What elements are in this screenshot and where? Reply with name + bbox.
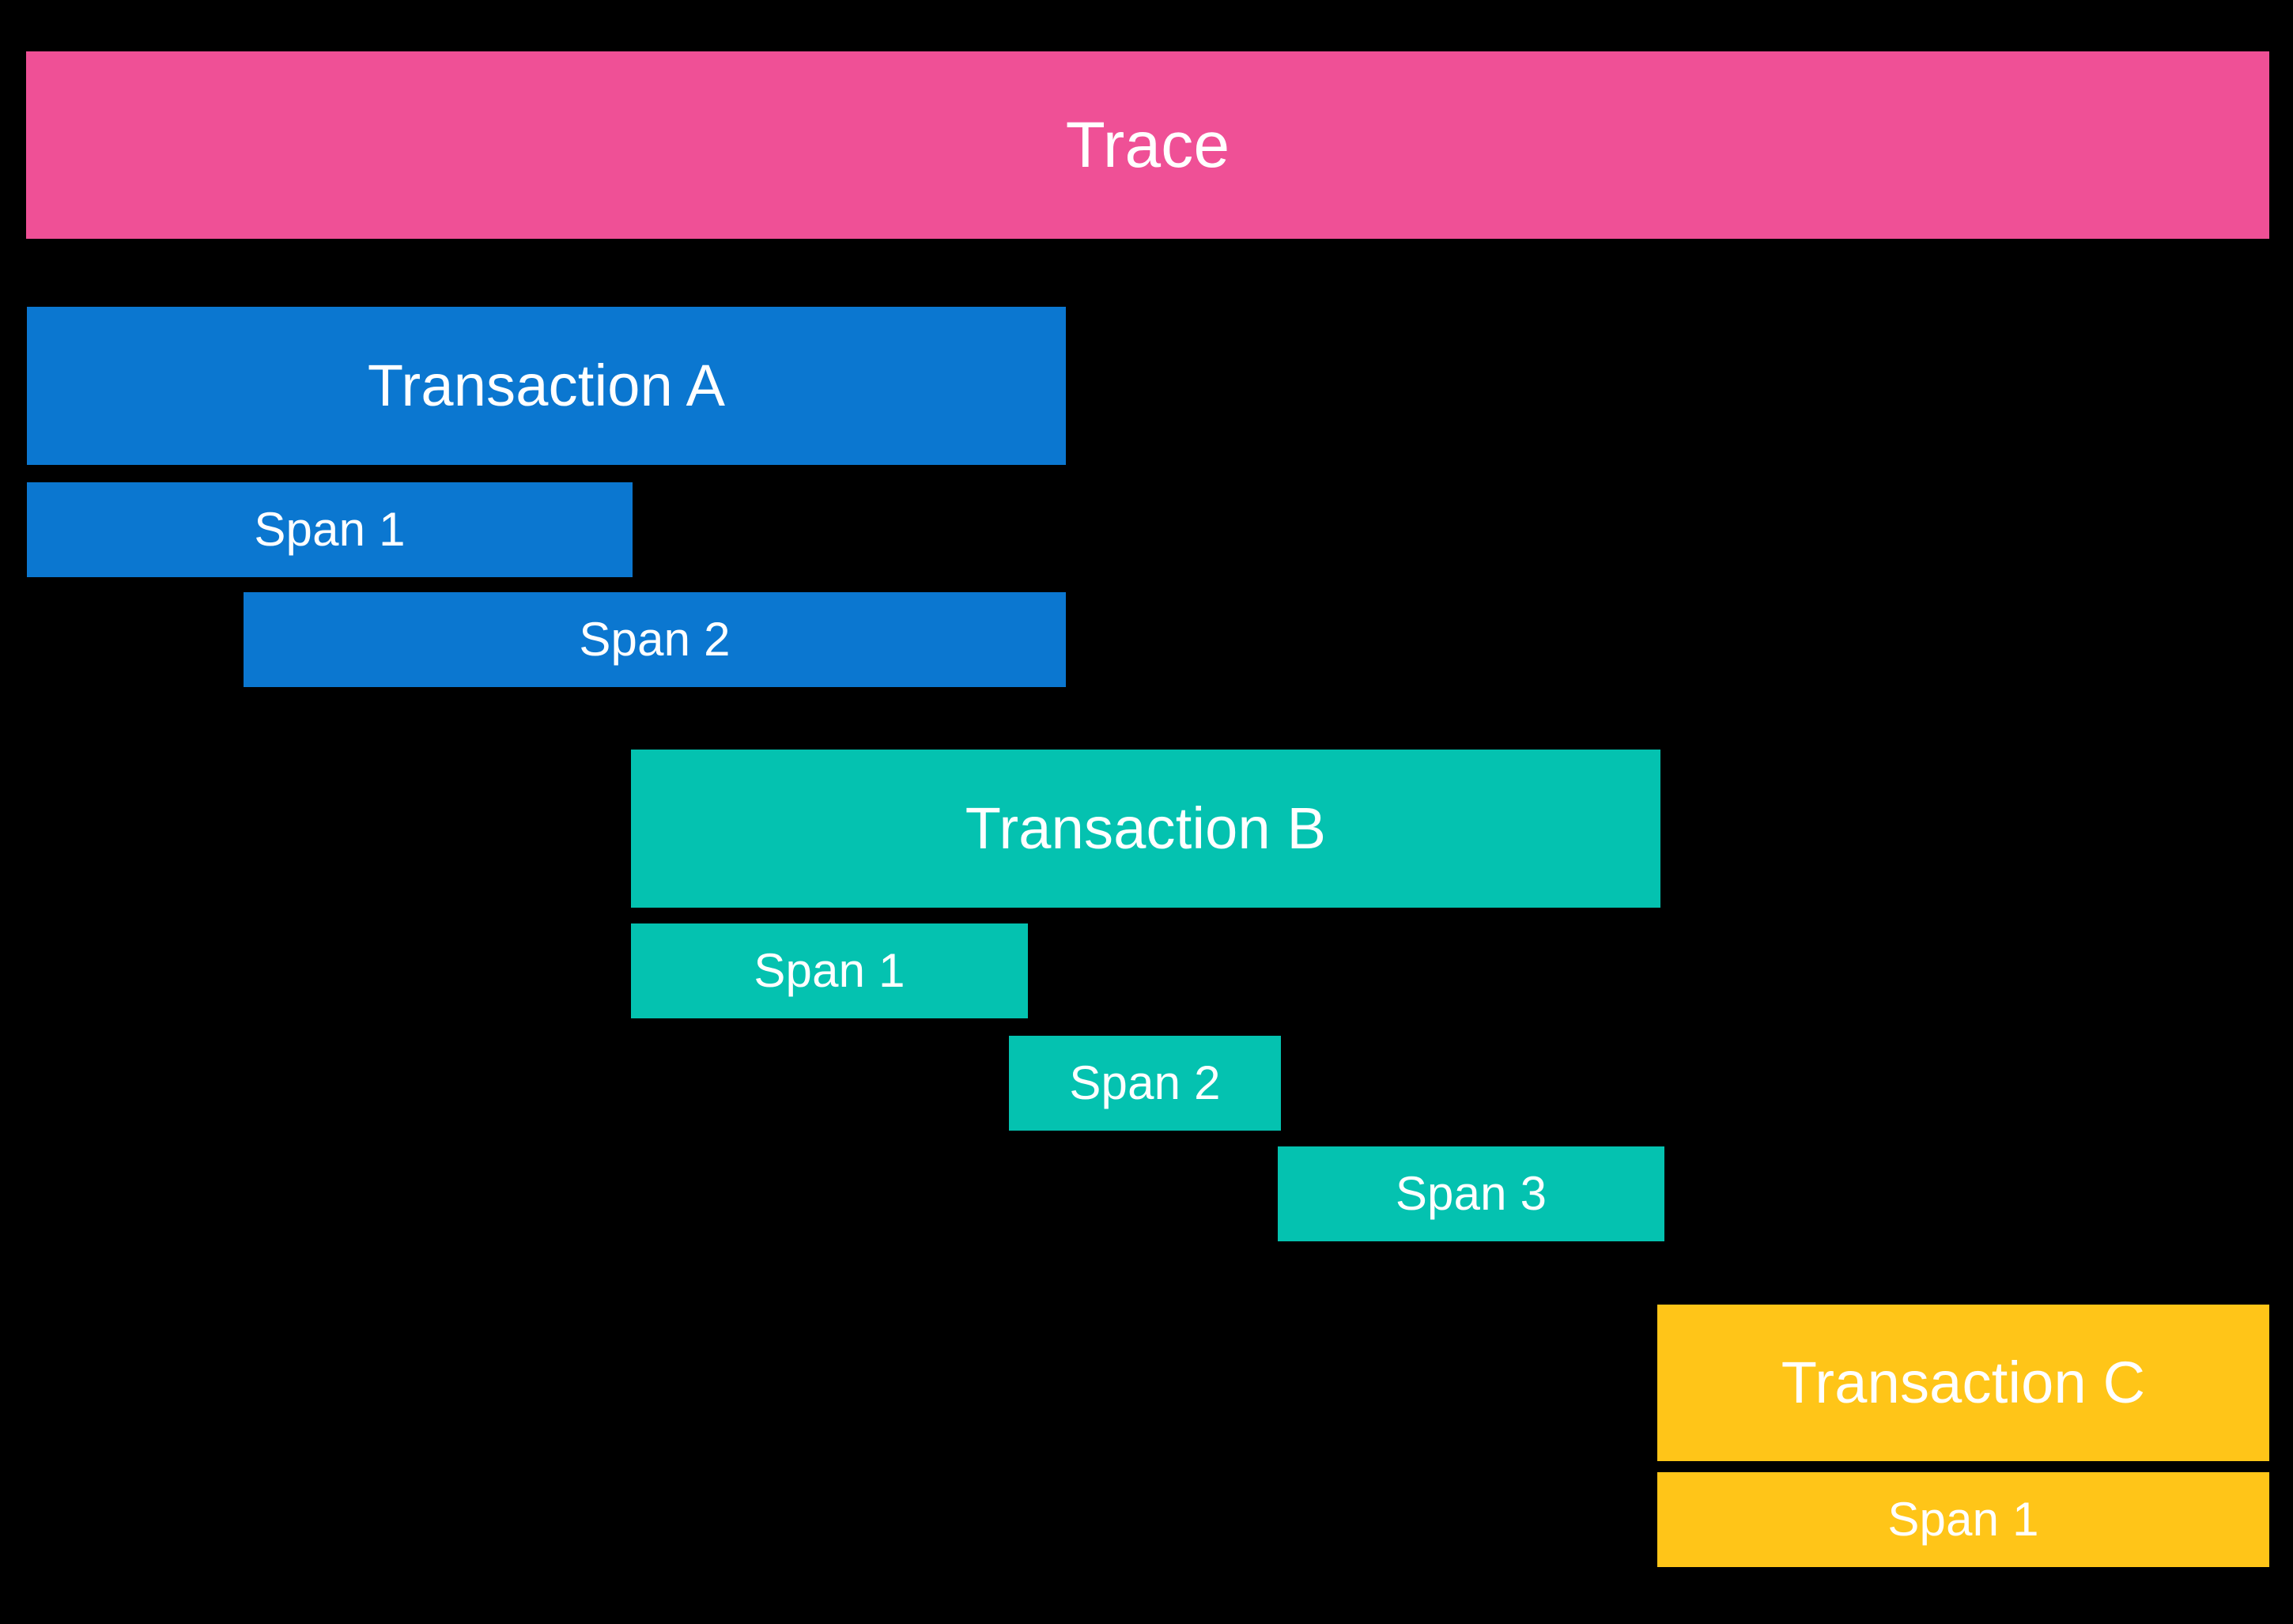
- transaction-c-label: Transaction C: [1781, 1350, 2146, 1415]
- transaction-b-span-3-label: Span 3: [1395, 1167, 1547, 1220]
- transaction-a-label: Transaction A: [367, 353, 726, 418]
- transaction-b-label: Transaction B: [965, 795, 1327, 861]
- transaction-a-bar[interactable]: Transaction A: [27, 307, 1066, 465]
- transaction-b-span-2-bar[interactable]: Span 2: [1009, 1036, 1281, 1131]
- transaction-b-span-3-bar[interactable]: Span 3: [1278, 1146, 1664, 1241]
- transaction-a-span-1-label: Span 1: [254, 503, 406, 556]
- trace-bar[interactable]: Trace: [26, 51, 2269, 239]
- transaction-b-span-1-label: Span 1: [754, 944, 905, 997]
- transaction-a-span-1-bar[interactable]: Span 1: [27, 482, 633, 577]
- trace-label: Trace: [1065, 108, 1230, 181]
- transaction-c-span-1-bar[interactable]: Span 1: [1657, 1472, 2269, 1567]
- transaction-b-span-2-label: Span 2: [1069, 1056, 1221, 1109]
- transaction-c-bar[interactable]: Transaction C: [1657, 1305, 2269, 1461]
- transaction-c-span-1-label: Span 1: [1887, 1493, 2039, 1546]
- transaction-a-span-2-label: Span 2: [579, 613, 731, 666]
- transaction-a-span-2-bar[interactable]: Span 2: [244, 592, 1066, 687]
- transaction-b-bar[interactable]: Transaction B: [631, 750, 1660, 908]
- transaction-b-span-1-bar[interactable]: Span 1: [631, 923, 1028, 1018]
